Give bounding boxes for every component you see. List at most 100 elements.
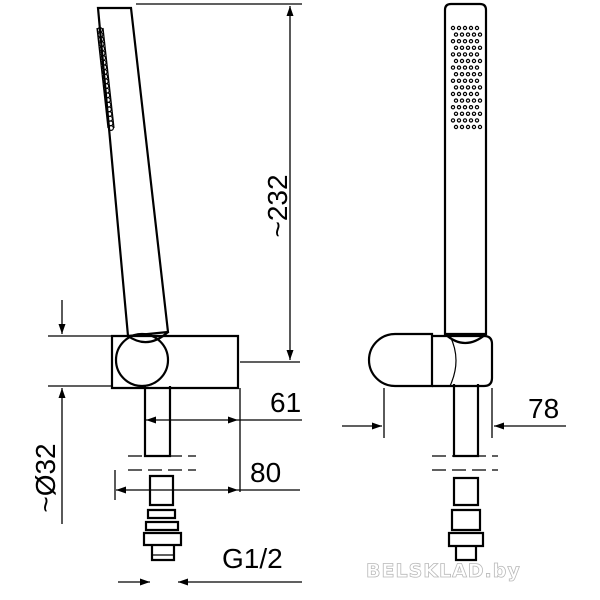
spray-dot	[453, 71, 459, 77]
spray-dot	[465, 71, 471, 77]
spray-dot	[468, 25, 474, 31]
spray-dot	[456, 52, 462, 57]
spray-dot	[477, 32, 483, 37]
spray-dot	[465, 45, 471, 51]
spray-dot	[453, 124, 459, 130]
spray-dot	[474, 78, 480, 84]
side-depth-dimension: 78	[342, 388, 566, 438]
spray-dot	[474, 91, 480, 97]
spray-dot	[459, 85, 465, 90]
spray-dot	[450, 25, 456, 31]
spray-dot	[474, 25, 480, 31]
spray-dot	[462, 65, 468, 70]
spray-dot	[459, 124, 465, 130]
spray-dot	[474, 39, 480, 44]
spray-dot	[471, 85, 477, 90]
spray-dot	[471, 111, 477, 117]
spray-dot	[462, 78, 468, 84]
spray-dot	[450, 39, 456, 44]
spray-dot	[462, 52, 468, 57]
spray-dot	[450, 91, 456, 97]
thread-label: G1/2	[222, 543, 283, 574]
thread-dimension: G1/2	[118, 543, 302, 586]
spray-dot	[456, 65, 462, 70]
spray-dot	[459, 71, 465, 77]
spray-dot	[471, 58, 477, 64]
spray-dot	[462, 104, 468, 110]
nozzle-strip	[96, 27, 115, 131]
wall-depth-label: 61	[270, 387, 301, 418]
spray-dot	[468, 65, 474, 70]
nozzle-dot	[107, 124, 114, 131]
spray-dot	[453, 45, 459, 51]
spray-dot	[456, 118, 462, 123]
spray-dot	[459, 111, 465, 117]
spray-dot	[471, 124, 477, 130]
wall-bracket	[110, 332, 240, 390]
spray-dot	[456, 25, 462, 31]
spray-dot	[462, 25, 468, 31]
hose-connector-side	[447, 384, 485, 562]
spray-dot	[462, 118, 468, 123]
spray-dot	[465, 124, 471, 130]
spray-dot	[450, 118, 456, 123]
spray-dot	[477, 45, 483, 51]
spray-dot	[453, 58, 459, 64]
overall-depth-label: 80	[250, 457, 281, 488]
front-view: ~232 ~Ø32 61 80	[30, 3, 302, 586]
spray-dot	[474, 65, 480, 70]
spray-dot	[465, 98, 471, 103]
overall-depth-dimension: 80	[114, 457, 300, 500]
spray-dot	[450, 52, 456, 57]
spray-dot	[468, 91, 474, 97]
watermark: BELSKLAD.by	[366, 560, 521, 582]
spray-dot	[465, 32, 471, 37]
spray-dot	[453, 111, 459, 117]
spray-dot	[468, 78, 474, 84]
wall-depth-dimension: 61	[146, 387, 302, 492]
spray-dot	[468, 52, 474, 57]
spray-dot	[462, 39, 468, 44]
spray-dot	[471, 45, 477, 51]
spray-dot	[477, 71, 483, 77]
diameter-dimension: ~Ø32	[30, 300, 112, 524]
spray-dot	[471, 98, 477, 103]
spray-dot	[453, 32, 459, 37]
spray-dot	[450, 104, 456, 110]
spray-dot	[465, 85, 471, 90]
spray-dot	[477, 58, 483, 64]
spray-dot	[474, 118, 480, 123]
side-view: 78	[342, 2, 566, 562]
spray-dot	[477, 124, 483, 130]
spray-dot	[468, 104, 474, 110]
spray-dot	[456, 91, 462, 97]
spray-dot	[477, 111, 483, 117]
spray-dot	[477, 98, 483, 103]
spray-dot	[468, 39, 474, 44]
diameter-label: ~Ø32	[30, 443, 61, 512]
side-depth-label: 78	[528, 393, 559, 424]
spray-dot	[459, 32, 465, 37]
spray-dot	[456, 39, 462, 44]
spray-dot	[471, 32, 477, 37]
spray-dot	[453, 98, 459, 103]
spray-dot	[456, 78, 462, 84]
spray-dot	[450, 78, 456, 84]
hand-shower-tilted	[96, 6, 170, 344]
spray-dot	[459, 45, 465, 51]
spray-dot	[453, 85, 459, 90]
spray-dot	[462, 91, 468, 97]
spray-dot	[459, 98, 465, 103]
height-dimension: ~232	[136, 3, 302, 363]
bracket-side	[367, 332, 494, 388]
spray-dot	[456, 104, 462, 110]
spray-dot	[459, 58, 465, 64]
spray-dot	[477, 85, 483, 90]
spray-dot	[474, 52, 480, 57]
spray-dot	[465, 58, 471, 64]
spray-dot	[468, 118, 474, 123]
height-label: ~232	[262, 174, 293, 237]
hose-connector	[142, 386, 183, 562]
hand-shower-vertical	[443, 2, 488, 345]
